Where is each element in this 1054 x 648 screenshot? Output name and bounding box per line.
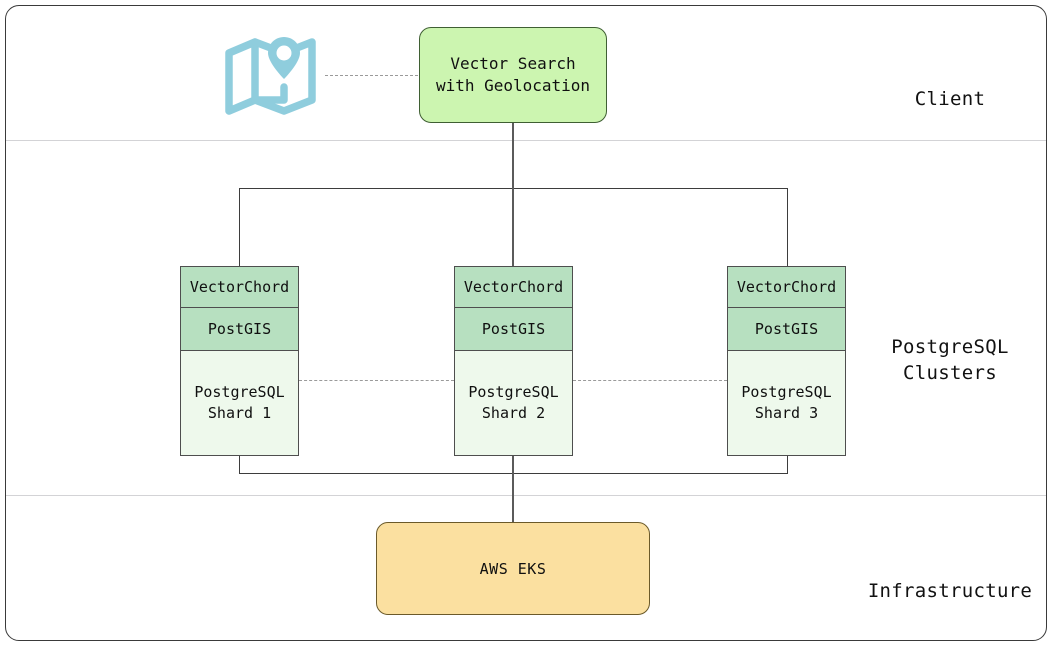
lane-label-client: Client [914,88,986,110]
node-aws-eks-label: AWS EKS [479,559,547,578]
shard-1-extension-vectorchord: VectorChord [181,267,298,308]
map-location-icon [222,25,322,117]
lane-label-postgresql-clusters: PostgreSQL Clusters [891,336,1009,384]
shard-1-extension-postgis: PostGIS [181,308,298,351]
shard-1-database-label: PostgreSQL Shard 1 [181,351,298,455]
shard-2-extension-postgis: PostGIS [455,308,572,351]
lane-divider-client-clusters [6,140,1046,141]
connector-shard-1-to-shard-2 [299,380,454,381]
shard-2-stack[interactable]: VectorChord PostGIS PostgreSQL Shard 2 [454,266,573,456]
shard-3-stack[interactable]: VectorChord PostGIS PostgreSQL Shard 3 [727,266,846,456]
connector-shard-2-to-shard-3 [573,380,727,381]
shard-2-extension-vectorchord: VectorChord [455,267,572,308]
shard-3-database-label: PostgreSQL Shard 3 [728,351,845,455]
shard-3-extension-postgis: PostGIS [728,308,845,351]
connector-shards-to-infrastructure [512,456,514,523]
lane-label-infrastructure: Infrastructure [867,580,1033,602]
shard-2-database-label: PostgreSQL Shard 2 [455,351,572,455]
shard-1-stack[interactable]: VectorChord PostGIS PostgreSQL Shard 1 [180,266,299,456]
connector-bus-to-shard-2 [512,188,514,268]
node-vector-search-with-geolocation[interactable]: Vector Search with Geolocation [419,27,607,123]
lane-divider-clusters-infrastructure [6,495,1046,496]
shard-3-extension-vectorchord: VectorChord [728,267,845,308]
connector-icon-to-client-node [325,75,418,76]
diagram-outer-frame [5,5,1047,641]
node-aws-eks[interactable]: AWS EKS [376,522,650,615]
node-vector-search-label: Vector Search with Geolocation [435,54,591,95]
connector-client-to-bus [512,123,514,189]
